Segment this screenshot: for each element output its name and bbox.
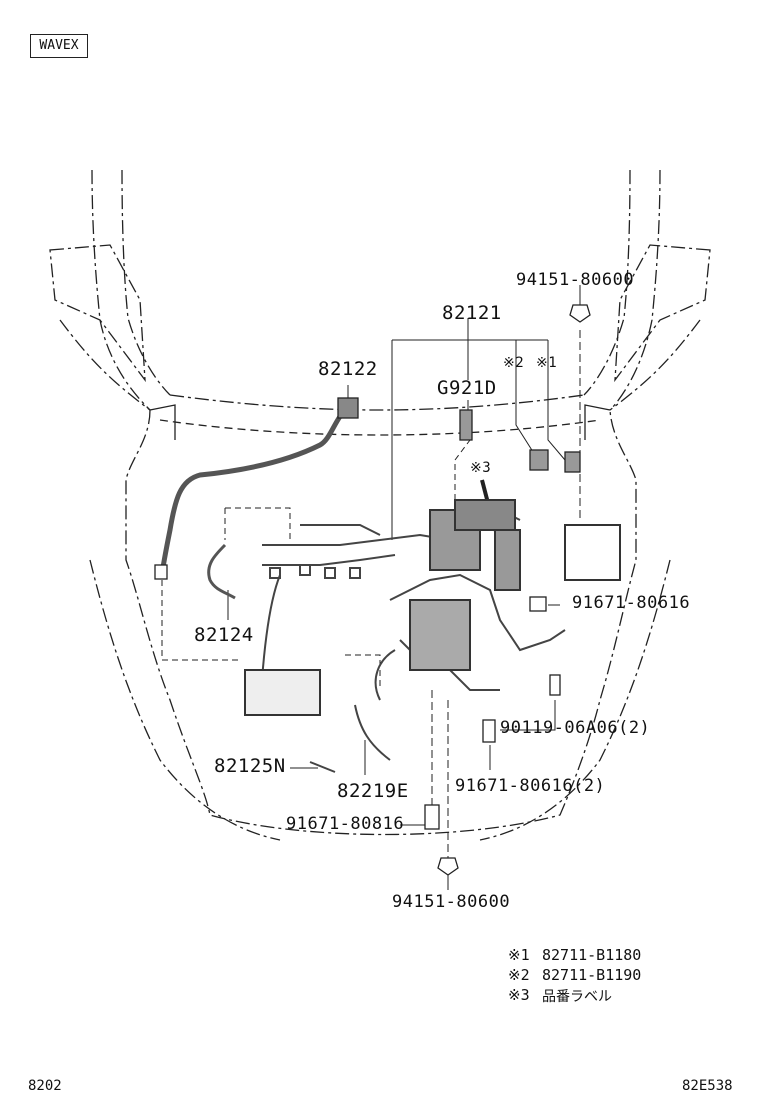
- callout-g921d: G921D: [437, 377, 497, 399]
- fasteners: [424, 304, 591, 876]
- harness-82122: [159, 408, 347, 576]
- footer-figure-code: 82E538: [682, 1078, 733, 1094]
- note-text-1: 82711-B1180: [542, 946, 642, 964]
- engine-harness: [244, 499, 621, 773]
- note-text-3: 品番ラベル: [542, 989, 612, 1005]
- callout-mark-1: ※1: [536, 355, 558, 371]
- callout-mark-3: ※3: [470, 460, 492, 476]
- note-mark-1: ※1: [508, 946, 530, 964]
- left-mirror-outline: [49, 244, 146, 383]
- callout-mark-2: ※2: [503, 355, 525, 371]
- right-mirror-outline: [614, 244, 711, 383]
- callout-91671-80616-2: 91671-80616(2): [455, 776, 606, 796]
- model-box-label: WAVEX: [30, 34, 88, 58]
- note-mark-2: ※2: [508, 966, 530, 984]
- callout-82219e: 82219E: [337, 780, 409, 802]
- callout-94151-bottom: 94151-80600: [392, 892, 511, 912]
- callout-91671-80616: 91671-80616: [572, 593, 691, 613]
- callout-91671-80816: 91671-80816: [286, 814, 405, 834]
- harness-82124: [207, 543, 236, 600]
- callout-82122: 82122: [318, 358, 378, 380]
- note-text-2: 82711-B1190: [542, 966, 642, 984]
- note-mark-3: ※3: [508, 986, 530, 1004]
- callout-82125n: 82125N: [214, 755, 286, 777]
- footer-page-code: 8202: [28, 1078, 62, 1094]
- callout-82121: 82121: [442, 302, 502, 324]
- callout-90119: 90119-06A06(2): [500, 718, 651, 738]
- callout-82124: 82124: [194, 624, 254, 646]
- callout-94151-top: 94151-80600: [516, 270, 635, 290]
